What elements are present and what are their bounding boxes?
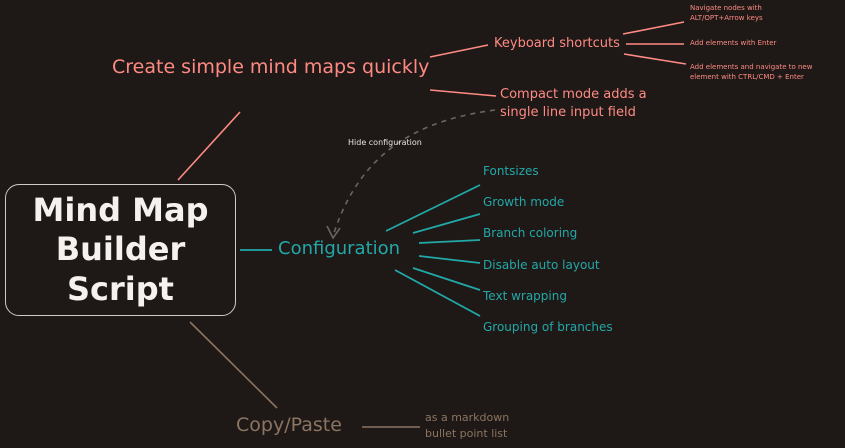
node-add-elements[interactable]: Add elements with Enter xyxy=(690,39,777,47)
node-grouping-of-branches[interactable]: Grouping of branches xyxy=(483,320,613,334)
connector-root-top xyxy=(177,111,241,181)
root-node[interactable]: Mind Map Builder Script xyxy=(5,184,236,316)
connector-root-copy xyxy=(189,321,278,409)
hide-configuration-label: Hide configuration xyxy=(348,138,422,147)
node-text: Navigate nodes with xyxy=(690,4,762,12)
root-line: Script xyxy=(67,269,174,308)
node-text: single line input field xyxy=(500,105,636,121)
node-navigate-nodes[interactable]: Navigate nodes with ALT/OPT+Arrow keys xyxy=(690,4,763,24)
connector-config-2 xyxy=(412,213,481,234)
node-markdown-note[interactable]: as a markdown bullet point list xyxy=(425,410,509,442)
node-text: as a markdown xyxy=(425,411,510,424)
connector-shortcut-3 xyxy=(623,53,687,65)
node-text: element with CTRL/CMD + Enter xyxy=(690,72,804,81)
hide-configuration-arrow xyxy=(326,109,496,240)
root-line: Mind Map xyxy=(32,191,209,230)
node-branch-coloring[interactable]: Branch coloring xyxy=(483,226,578,240)
connector-shortcut-1 xyxy=(622,21,685,35)
node-text: Compact mode adds a xyxy=(500,87,647,102)
connector-config-1 xyxy=(385,184,481,232)
node-configuration[interactable]: Configuration xyxy=(278,238,401,259)
node-copy-paste[interactable]: Copy/Paste xyxy=(236,414,342,436)
root-line: Builder xyxy=(55,230,186,269)
node-text-wrapping[interactable]: Text wrapping xyxy=(483,289,567,303)
node-growth-mode[interactable]: Growth mode xyxy=(483,195,565,209)
node-text: bullet point list xyxy=(425,426,508,440)
node-text: Add elements and navigate to new xyxy=(690,63,813,71)
node-text: ALT/OPT+Arrow keys xyxy=(690,13,763,22)
node-fontsizes[interactable]: Fontsizes xyxy=(483,164,539,178)
node-disable-auto-layout[interactable]: Disable auto layout xyxy=(483,258,600,272)
connector-config-3 xyxy=(418,239,481,244)
connector-top-shortcuts xyxy=(429,44,489,58)
node-compact-mode[interactable]: Compact mode adds a single line input fi… xyxy=(500,86,647,122)
connector-config-6 xyxy=(394,269,481,317)
connector-config-4 xyxy=(418,255,481,264)
connector-config-5 xyxy=(412,267,481,291)
node-add-and-navigate[interactable]: Add elements and navigate to new element… xyxy=(690,63,812,83)
node-create-mind-maps[interactable]: Create simple mind maps quickly xyxy=(112,56,430,78)
node-keyboard-shortcuts[interactable]: Keyboard shortcuts xyxy=(494,36,620,51)
connector-top-compact xyxy=(429,89,497,97)
